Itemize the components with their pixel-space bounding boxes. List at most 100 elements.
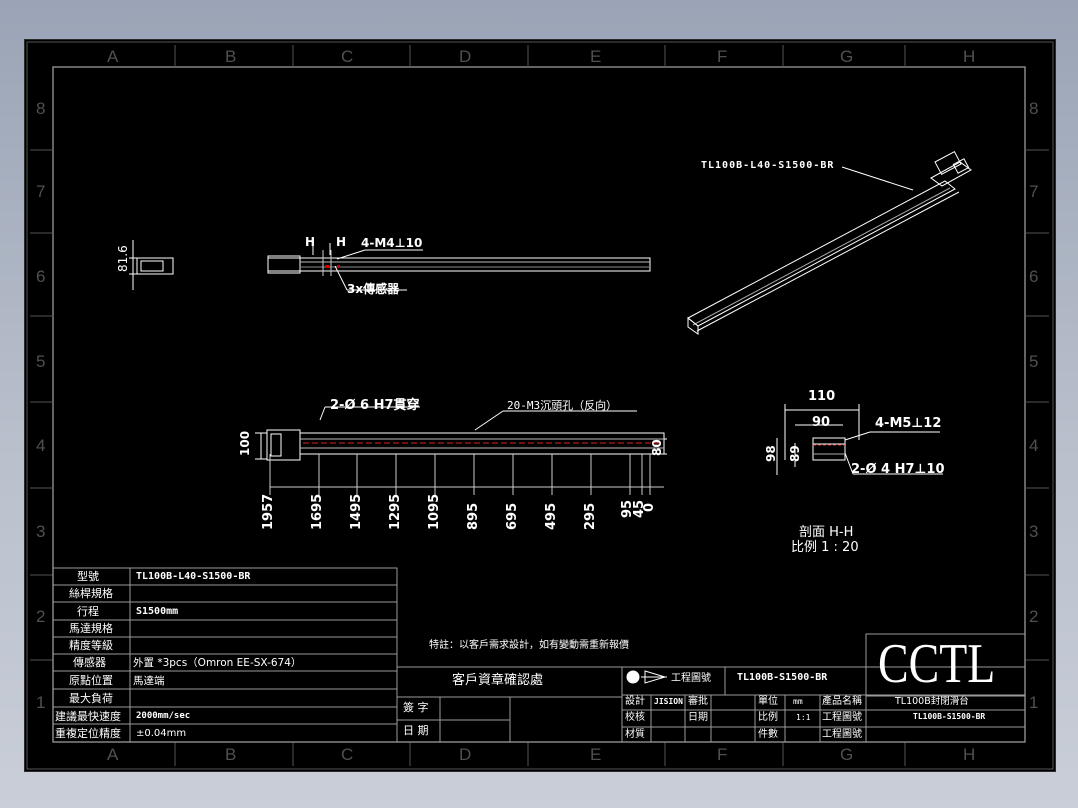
drawing-number: TL100B-S1500-BR [737,672,828,683]
zone-label-b-bottom: B [225,745,237,764]
section-height-dim: 98 [764,445,778,462]
zone-label-d-bottom: D [459,745,472,764]
end-view [129,240,174,290]
company-logo: CCTL [878,633,996,695]
section-height2-dim: 89 [788,445,802,462]
section-m5-callout: 4-M5⊥12 [875,416,942,431]
position-label: 1295 [388,493,403,530]
figure-label: 工程圖號 [822,712,862,723]
drawing-note: 特註：以客戶需求設計，如有變動需重新報價 [429,640,629,651]
zone-number-3: 3 [36,522,46,541]
customer-confirm-title: 客戶資章確認處 [452,673,544,688]
top-view-m4-callout: 4-M4⊥10 [361,236,423,250]
spec-label: 馬達規格 [69,622,113,635]
zone-label-e: E [590,47,602,66]
spec-value: 2000mm/sec [136,711,191,721]
zone-number-6: 6 [36,267,46,286]
spec-table-grid [52,567,398,743]
zone-number-7-right: 7 [1029,182,1039,201]
designer-name: JISION [654,697,683,706]
unit-label: 單位 [758,696,778,707]
spec-value: TL100B-L40-S1500-BR [136,571,251,582]
section-mark-h1: H [305,235,316,249]
zone-label-g: G [840,47,854,66]
sign-label: 簽 字 [403,701,429,714]
section-view [776,404,943,475]
zone-label-e-bottom: E [590,745,602,764]
zone-label-g-bottom: G [840,745,854,764]
position-label: 1957 [261,493,276,530]
date-label: 日 期 [403,724,429,737]
zone-number-8-right: 8 [1029,99,1039,118]
zone-number-2: 2 [36,607,46,626]
design-label: 設計 [625,696,645,707]
spec-label: 傳感器 [73,656,106,669]
zone-number-5-right: 5 [1029,352,1039,371]
zone-number-4: 4 [36,436,46,455]
end-view-dim: 81.6 [116,245,130,272]
top-view-sensor-callout: 3x傳感器 [347,282,400,296]
section-width-dim: 110 [808,389,836,404]
product-name: TL100B封閉滑台 [895,696,969,707]
top-view [267,243,651,291]
position-label: 1695 [310,493,325,530]
zone-number-2-right: 2 [1029,607,1039,626]
zone-label-f: F [717,47,728,66]
section-width2-dim: 90 [812,415,831,430]
position-ticks [269,454,651,495]
zone-label-d: D [459,47,472,66]
zone-label-h-bottom: H [963,745,976,764]
material-label: 材質 [625,729,645,740]
qty-label: 件數 [758,729,778,740]
product-code: TL100B-S1500-BR [913,712,986,721]
position-label: 1095 [427,493,442,530]
position-label: 495 [544,502,559,530]
iso-view [687,150,972,335]
product-name-label: 產品名稱 [822,696,862,707]
zone-number-1: 1 [36,693,46,712]
date-block-label: 日期 [688,712,708,723]
figure-label-2: 工程圖號 [822,729,862,740]
check-label: 校核 [625,712,645,723]
iso-view-label: TL100B-L40-S1500-BR [701,160,835,171]
section-scale: 比例 1 : 20 [791,540,859,555]
front-height-dim: 100 [238,430,252,456]
spec-label: 重複定位精度 [55,727,121,740]
position-label: 1495 [349,493,364,530]
spec-label: 精度等級 [69,639,113,652]
proj-label: 工程圖號 [671,673,711,684]
drawing-sheet: A B C D E F G H A B C D E F G H 8 7 6 5 … [24,39,1056,772]
unit-value: mm [793,697,803,706]
zone-number-7: 7 [36,182,46,201]
section-title: 剖面 H-H [799,525,854,540]
front-height2-dim: 80 [650,439,664,456]
scale-value: 1:1 [796,713,811,722]
zone-number-1-right: 1 [1029,693,1039,712]
spec-value: 外置 *3pcs（Omron EE-SX-674） [133,657,302,669]
spec-value: 馬達端 [133,675,165,687]
section-pin-callout: 2-Ø 4 H7⊥10 [851,462,945,477]
zone-number-3-right: 3 [1029,522,1039,541]
spec-value: S1500mm [136,606,179,617]
front-holes-callout: 20-M3沉頭孔（反向） [507,399,618,412]
position-label: 295 [583,502,598,530]
approve-label: 審批 [688,696,708,707]
drawing-linework [26,41,1054,770]
section-mark-h2: H [336,235,347,249]
zone-number-8: 8 [36,99,46,118]
zone-label-a: A [107,47,119,66]
zone-label-f-bottom: F [717,745,728,764]
zone-number-6-right: 6 [1029,267,1039,286]
spec-label: 最大負荷 [69,692,113,705]
front-hole-callout: 2-Ø 6 H7貫穿 [330,398,420,413]
spec-label: 型號 [77,570,99,583]
title-block-grid [621,633,1026,743]
zone-number-4-right: 4 [1029,436,1039,455]
position-label: 0 [642,502,657,512]
zone-label-a-bottom: A [107,745,119,764]
zone-label-h: H [963,47,976,66]
spec-label: 原點位置 [69,674,113,687]
projection-icon [626,670,667,684]
outer-border [26,41,1054,770]
zone-label-b: B [225,47,237,66]
